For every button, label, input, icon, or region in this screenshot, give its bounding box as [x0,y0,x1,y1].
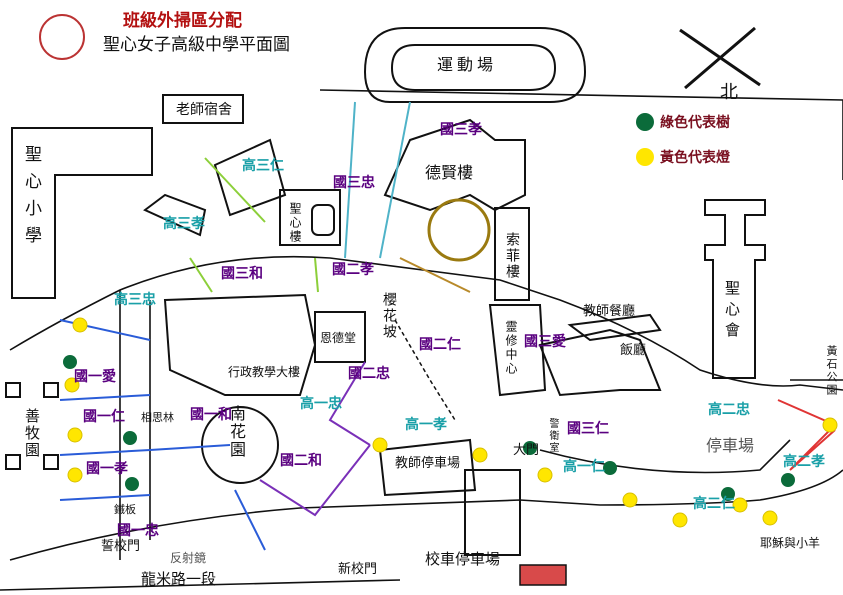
zone-label: 國一和 [190,407,232,423]
zone-label: 高二忠 [708,402,750,418]
road-label: 龍米路一段 [141,570,217,588]
zone-label: 高一忠 [300,396,342,412]
zone-label: 國一仁 [83,409,125,425]
south-garden-label: 南花園 [227,405,246,459]
guard-room-label: 警衛室 [547,418,558,454]
legend-item-lamp: 黃色代表燈 [636,147,730,167]
cultivation-center-label: 靈修中心 [504,320,518,376]
school-logo-icon [39,14,85,60]
zone-label: 國二忠 [348,366,390,382]
zone-label: 高二仁 [693,496,735,512]
legend-label: 綠色代表樹 [660,115,730,131]
dexian-hall-label: 德賢樓 [425,163,474,182]
huangshi-park-label: 黃石公園 [825,345,838,397]
shengxin-hall-label: 聖心樓 [288,202,302,244]
teacher-parking-label: 教師停車場 [395,456,461,471]
ende-hall-label: 恩德堂 [320,331,357,345]
zone-label: 國三愛 [524,334,566,350]
bus-icon [519,564,567,586]
legend-item-tree: 綠色代表樹 [636,112,730,132]
bus-parking-label: 校車停車場 [425,550,501,568]
zone-label: 國三孝 [440,122,482,138]
zone-label: 高二孝 [783,454,825,470]
staff-dining-label: 教師餐廳 [583,304,636,319]
mirror-label: 反射鏡 [170,551,207,565]
primary-school-label: 聖心小學 [21,145,41,253]
page-title: 班級外掃區分配 [123,11,242,31]
jesus-lamb-label: 耶穌與小羊 [760,536,821,550]
zone-label: 國一愛 [74,369,116,385]
zone-label: 國一忠 [117,523,159,539]
zone-label: 高三仁 [242,158,284,174]
zone-label: 國二仁 [419,337,461,353]
suofei-hall-label: 索菲樓 [504,232,520,280]
tree-icon [636,113,654,131]
yinghua-slope-label: 櫻花坡 [381,292,397,340]
legend-label: 黃色代表燈 [660,150,730,166]
zone-label: 國二和 [280,453,322,469]
xiangsi-forest-label: 相思林 [141,411,174,424]
new-gate-label: 新校門 [338,562,378,577]
railing-label: 鐵板 [114,503,136,516]
dining-hall-label: 飯廳 [620,343,647,358]
zone-label: 國三仁 [567,421,609,437]
zone-label: 高一孝 [405,417,447,433]
parking-lot-label: 停車場 [706,436,755,455]
oath-gate-label: 誓校門 [101,539,141,554]
shanmu-garden-label: 善牧園 [23,408,41,459]
zone-label: 國三和 [221,266,263,282]
teacher-dorm-label: 老師宿舍 [176,102,232,118]
page-subtitle: 聖心女子高級中學平面圖 [103,35,290,55]
lamp-icon [636,148,654,166]
zone-label: 國三忠 [333,175,375,191]
zone-label: 國一孝 [86,461,128,477]
assembly-hall-label: 聖心會 [723,280,741,343]
zone-label: 高一仁 [563,459,605,475]
zone-label: 國二孝 [332,262,374,278]
admin-building-label: 行政教學大樓 [228,365,301,379]
zone-label: 高三孝 [163,216,205,232]
main-gate-label: 大門 [513,443,540,458]
zone-label: 高三忠 [114,292,156,308]
north-label: 北 [720,82,738,103]
stadium-label: 運動場 [437,55,498,74]
